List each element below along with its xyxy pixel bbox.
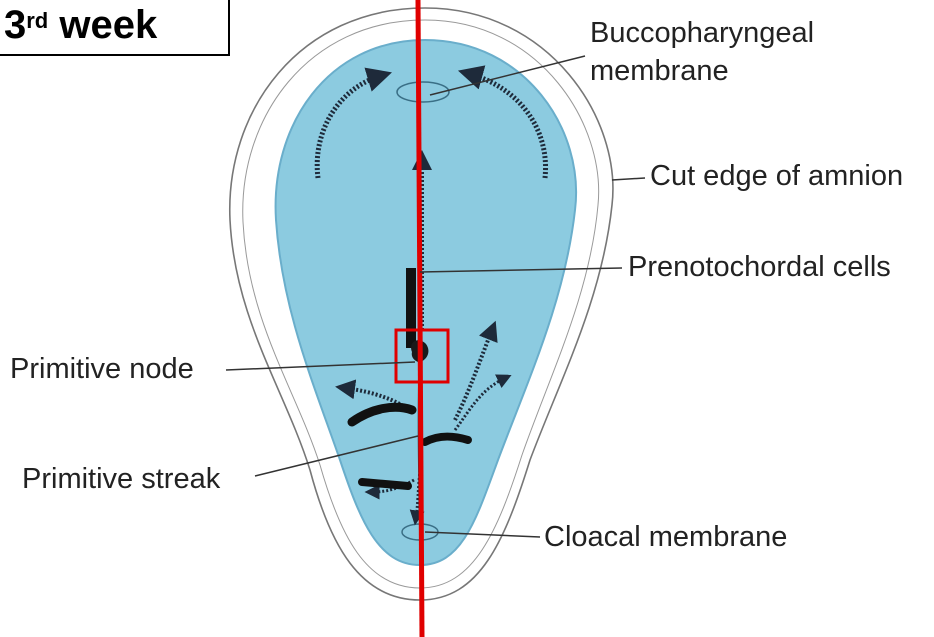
label-buccopharyngeal-line1: Buccopharyngeal	[590, 16, 814, 50]
title-suffix: week	[48, 3, 157, 48]
title-superscript: rd	[26, 8, 48, 34]
leader-cut-edge	[612, 178, 645, 180]
title-number: 3	[4, 3, 26, 48]
label-primitive-streak: Primitive streak	[22, 462, 220, 496]
label-cloacal: Cloacal membrane	[544, 520, 787, 554]
label-cut-edge: Cut edge of amnion	[650, 159, 903, 193]
label-buccopharyngeal-line2: membrane	[590, 54, 729, 88]
label-prenotochordal: Prenotochordal cells	[628, 250, 891, 284]
prenotochordal-cells	[406, 268, 416, 348]
label-primitive-node: Primitive node	[10, 352, 194, 386]
lower-left-bar	[362, 482, 408, 486]
